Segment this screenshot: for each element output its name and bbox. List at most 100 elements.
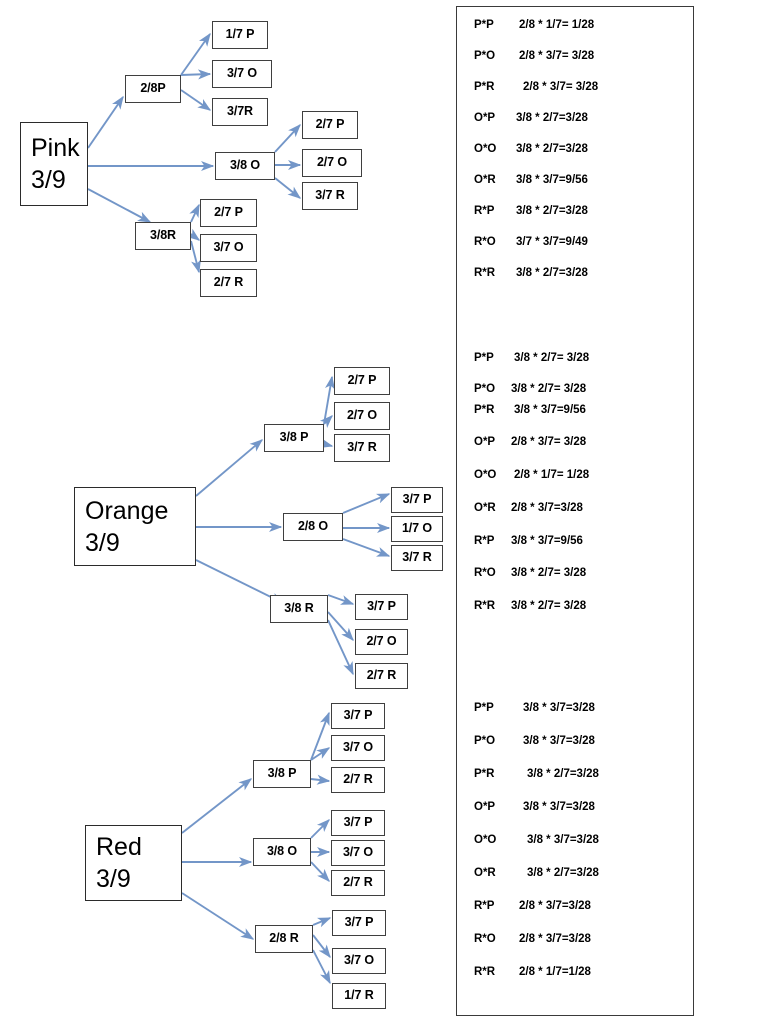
pink-o-leaf-r: 3/7 R (302, 182, 358, 210)
pink-branch-o-label: 3/8 O (229, 158, 261, 173)
root-red-line2: 3/9 (96, 865, 131, 893)
calc-row: P*O 2/8 * 3/7= 3/28 (457, 50, 695, 62)
calc-row-outcome: R*O (474, 567, 496, 579)
red-branch-r-label: 2/8 R (269, 931, 299, 946)
calc-row-expression: 2/8 * 3/7= 3/28 (511, 436, 587, 448)
arrow-pink-o-to-op (274, 124, 301, 153)
calc-row-expression: 3/8 * 2/7=3/28 (516, 143, 588, 155)
calc-row-expression: 3/8 * 2/7=3/28 (527, 867, 599, 879)
calc-row-outcome: R*R (474, 600, 496, 612)
calc-row-outcome: O*O (474, 143, 497, 155)
arrow-red-o-to-op (310, 819, 330, 839)
pink-r-leaf-o: 3/7 O (200, 234, 257, 262)
pink-p-leaf-p: 1/7 P (212, 21, 268, 49)
calc-row-outcome: R*R (474, 267, 496, 279)
red-branch-p: 3/8 P (253, 760, 311, 788)
arrow-red-o-to-or (310, 861, 330, 882)
calc-row-expression: 3/8 * 3/7=3/28 (523, 702, 595, 714)
calc-row-outcome: P*O (474, 50, 496, 62)
orange-r-leaf-p-label: 3/7 P (367, 599, 396, 614)
calc-row-expression: 3/8 * 3/7=3/28 (527, 834, 599, 846)
pink-o-leaf-r-label: 3/7 R (315, 188, 345, 203)
orange-o-leaf-o: 1/7 O (391, 516, 443, 542)
calc-row-expression: 2/8 * 3/7= 3/28 (519, 50, 595, 62)
calc-row: O*O 3/8 * 2/7=3/28 (457, 143, 695, 155)
red-o-leaf-p-label: 3/7 P (343, 815, 373, 830)
calc-row-expression: 2/8 * 1/7= 1/28 (514, 469, 590, 481)
calc-row: R*R 3/8 * 2/7= 3/28 (457, 600, 695, 612)
orange-branch-r: 3/8 R (270, 595, 328, 623)
orange-branch-r-label: 3/8 R (284, 601, 314, 616)
pink-o-leaf-o-label: 2/7 O (316, 155, 348, 170)
calc-row-expression: 3/8 * 3/7=9/56 (511, 535, 583, 547)
orange-p-leaf-o-label: 2/7 O (346, 408, 378, 423)
calc-row-expression: 2/8 * 3/7=3/28 (519, 933, 591, 945)
calc-row-expression: 3/8 * 3/7=3/28 (523, 801, 595, 813)
calc-row-outcome: P*O (474, 383, 496, 395)
calc-row-outcome: R*P (474, 205, 495, 217)
red-o-leaf-o-label: 3/7 O (342, 845, 374, 860)
orange-p-leaf-r: 3/7 R (334, 434, 390, 462)
calc-row-outcome: O*R (474, 174, 496, 186)
calc-row-expression: 2/8 * 1/7= 1/28 (519, 19, 595, 31)
pink-p-leaf-r: 3/7R (212, 98, 268, 126)
pink-p-leaf-p-label: 1/7 P (225, 27, 255, 42)
red-r-leaf-p-label: 3/7 P (344, 915, 374, 930)
calc-row-expression: 3/8 * 2/7=3/28 (527, 768, 599, 780)
red-branch-p-label: 3/8 P (267, 766, 297, 781)
red-branch-o: 3/8 O (253, 838, 311, 866)
calc-row-expression: 3/8 * 2/7= 3/28 (511, 600, 587, 612)
orange-o-leaf-p-label: 3/7 P (402, 492, 432, 507)
red-branch-o-label: 3/8 O (266, 844, 298, 859)
pink-branch-r-label: 3/8R (149, 228, 176, 243)
orange-branch-o: 2/8 O (283, 513, 343, 541)
red-o-leaf-o: 3/7 O (331, 840, 385, 866)
arrow-red-root-to-p (181, 778, 253, 834)
pink-r-leaf-r-label: 2/7 R (213, 275, 244, 290)
pink-branch-r: 3/8R (135, 222, 191, 250)
red-p-leaf-r-label: 2/7 R (343, 772, 373, 787)
orange-branch-p: 3/8 P (264, 424, 324, 452)
calc-row-outcome: P*R (474, 404, 495, 416)
arrow-red-p-to-po (310, 747, 331, 761)
pink-r-leaf-r: 2/7 R (200, 269, 257, 297)
red-r-leaf-r-label: 1/7 R (344, 988, 374, 1003)
pink-r-leaf-o-label: 3/7 O (213, 240, 244, 255)
root-red-line1: Red (96, 833, 142, 861)
calc-row-outcome: R*O (474, 236, 496, 248)
arrow-red-r-to-rp (312, 917, 332, 928)
red-branch-r: 2/8 R (255, 925, 313, 953)
arrow-pink-p-to-po (180, 69, 212, 80)
arrow-orange-r-to-rr (327, 619, 354, 676)
orange-r-leaf-r: 2/7 R (355, 663, 408, 689)
arrow-pink-r-to-rr (190, 240, 201, 274)
arrow-orange-p-to-pp (323, 375, 335, 425)
arrow-red-p-to-pp (310, 711, 330, 761)
orange-o-leaf-r: 3/7 R (391, 545, 443, 571)
arrow-orange-r-to-ro (327, 611, 354, 641)
calc-row-expression: 3/8 * 2/7= 3/28 (514, 352, 590, 364)
red-r-leaf-p: 3/7 P (332, 910, 386, 936)
orange-p-leaf-r-label: 3/7 R (347, 440, 377, 455)
pink-o-leaf-p-label: 2/7 P (315, 117, 345, 132)
orange-p-leaf-p-label: 2/7 P (347, 373, 377, 388)
arrow-pink-r-to-rp (189, 203, 200, 223)
arrow-pink-root-to-p (87, 95, 124, 149)
red-p-leaf-o-label: 3/7 O (342, 740, 374, 755)
calc-row-outcome: P*P (474, 352, 494, 364)
